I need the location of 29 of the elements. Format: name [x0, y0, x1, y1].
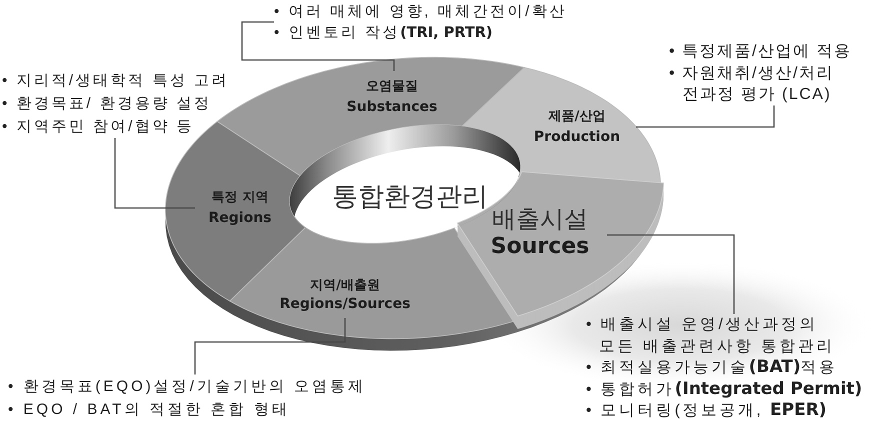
bullet-point: • 지역주민 참여/협약 등 [2, 117, 194, 137]
bullet-point: • 배출시설 운영/생산과정의 모든 배출관련사항 통합관리 [586, 315, 836, 357]
bullet-point: • 여러 매체에 영향, 매체간전이/확산 [274, 2, 567, 22]
bullet-point: • 최적실용가능기술(BAT)적용 [586, 357, 838, 379]
bullet-point: • 환경목표(EQO)설정/기술기반의 오염통제 [8, 376, 366, 396]
leader-line [241, 21, 395, 71]
bullet-point: • 통합허가(Integrated Permit) [586, 378, 862, 400]
segment-label: Regions [208, 209, 272, 228]
bullet-point: • 지리적/생태학적 특성 고려 [2, 71, 229, 91]
segment-label: Production [534, 128, 620, 147]
segment-label: Sources [490, 233, 590, 260]
segment-label: 오염물질 [366, 78, 418, 96]
segment-label: Substances [346, 98, 438, 117]
bullet-point: • 인벤토리 작성(TRI, PRTR) [274, 23, 493, 43]
bullet-point: • 환경목표/ 환경용량 설정 [2, 94, 212, 114]
segment-label: Regions/Sources [280, 295, 410, 314]
segment-label: 특정 지역 [212, 189, 268, 207]
leader-line [607, 234, 735, 314]
bullet-point: • 특정제품/산업에 적용 [669, 42, 852, 62]
bullet-point: • 모니터링(정보공개, EPER) [586, 400, 827, 422]
leader-line [114, 138, 195, 209]
segment-label: 배출시설 [492, 206, 588, 233]
center-title: 통합환경관리 [332, 181, 488, 213]
bullet-point: • 자원채취/생산/처리 전과정 평가 (LCA) [669, 64, 835, 105]
segment-label: 제품/산업 [548, 108, 606, 126]
leader-line [194, 318, 346, 374]
bullet-point: • EQO / BAT의 적절한 혼합 형태 [8, 400, 290, 420]
segment-label: 지역/배출원 [310, 277, 380, 295]
leader-line [636, 106, 775, 128]
